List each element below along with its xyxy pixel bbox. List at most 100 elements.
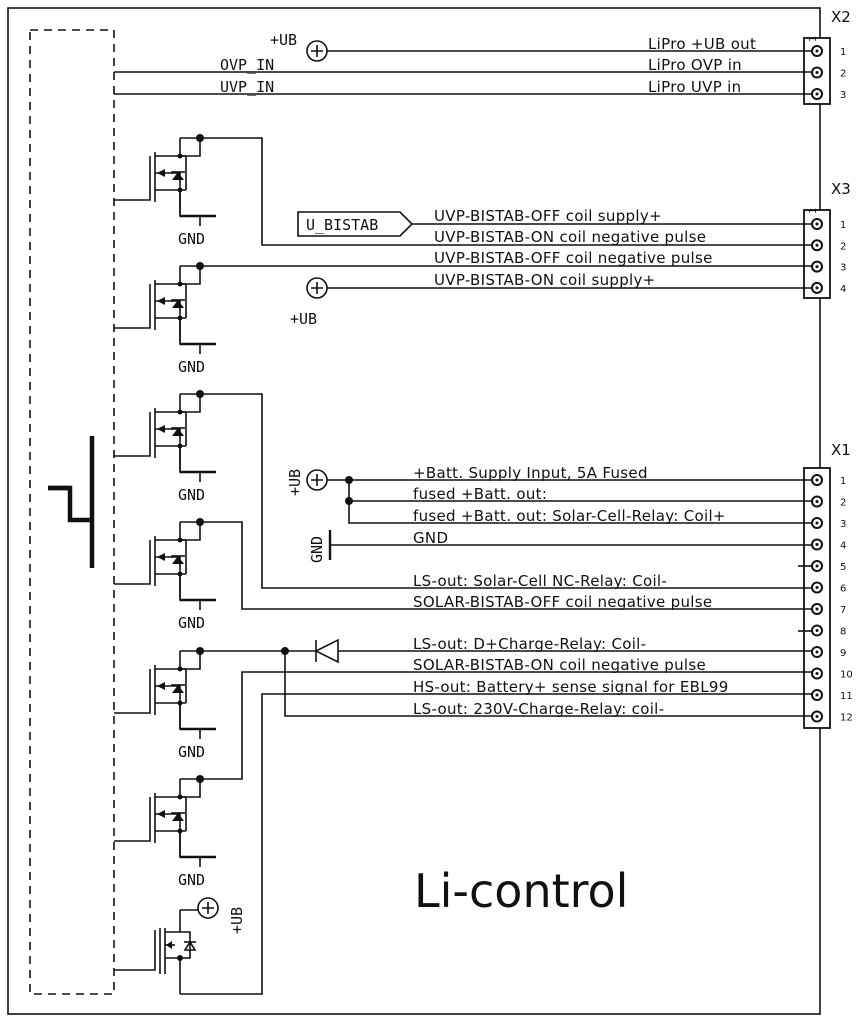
low-side-mosfet: GND xyxy=(114,775,216,889)
x2-pin-number: 3 xyxy=(840,90,846,101)
wire-x1-10 xyxy=(200,671,812,780)
mosfet-wire xyxy=(114,669,151,714)
mosfet-gnd-label: GND xyxy=(178,871,205,889)
x3-pin-number: 2 xyxy=(840,241,846,252)
mosfet-node xyxy=(177,794,183,800)
mosfet-wire xyxy=(155,138,181,157)
x1-pin-dot xyxy=(815,693,819,697)
mosfet-node xyxy=(177,700,183,706)
x1-pin-dot xyxy=(815,564,819,568)
x1-pin-dot xyxy=(815,500,819,503)
body-diode xyxy=(172,685,184,693)
x1-signal-2: fused +Batt. out: xyxy=(413,485,547,503)
mosfet-wire xyxy=(155,779,181,798)
mosfet-arrow xyxy=(157,682,165,690)
body-diode xyxy=(172,556,184,564)
high-side-plus-ub-label: +UB xyxy=(228,907,246,934)
diagram-title: Li-control xyxy=(414,864,628,918)
mosfet-node xyxy=(177,443,183,449)
mosfet-wire xyxy=(155,702,181,729)
x1-connector xyxy=(803,467,831,729)
mosfet-arrow xyxy=(157,425,165,433)
low-side-mosfet: GND xyxy=(114,262,216,376)
mosfet-gnd-label: GND xyxy=(178,230,205,248)
x2-plus-ub-symbol xyxy=(306,40,328,62)
x1-pin-dot xyxy=(815,715,819,718)
u-bistab-label: U_BISTAB xyxy=(306,216,378,234)
body-diode xyxy=(172,300,184,308)
x3-pin-dot xyxy=(815,286,819,290)
x1-pin-dot xyxy=(815,521,819,525)
low-side-mosfet: GND xyxy=(114,390,216,504)
x3-pin-dot xyxy=(815,243,819,247)
mosfet-wire xyxy=(155,189,181,216)
x1-signal-11: HS-out: Battery+ sense signal for EBL99 xyxy=(413,678,729,696)
mosfet-wire xyxy=(180,779,201,798)
x2-pin-dot xyxy=(815,92,819,96)
high-side-mosfet xyxy=(114,897,219,994)
body-diode xyxy=(172,428,184,436)
x1-pin-number: 2 xyxy=(840,498,846,509)
x1-pin-number: 12 xyxy=(840,713,853,724)
mosfet-wire xyxy=(155,317,181,344)
x1-pin-number: 11 xyxy=(840,691,853,702)
mosfet-wire xyxy=(114,412,151,457)
mosfet-wire xyxy=(180,522,201,541)
x1-pin-dot xyxy=(815,629,819,632)
x2-pin1-marker: 1 xyxy=(808,36,819,42)
x1-pin-number: 4 xyxy=(840,541,846,552)
x1-pin-dot xyxy=(815,586,819,589)
x3-plus-ub-label: +UB xyxy=(290,310,317,328)
drain-junction xyxy=(196,647,204,655)
mosfet-wire xyxy=(180,539,187,575)
mosfet-wire xyxy=(179,831,201,867)
x1-signal-9: LS-out: D+Charge-Relay: Coil- xyxy=(413,635,646,653)
mosfet-node xyxy=(177,315,183,321)
wire-x3-2 xyxy=(200,137,812,246)
x3-plus-ub-symbol xyxy=(306,277,328,299)
mosfet-wire xyxy=(180,283,187,319)
x1-signal-3: fused +Batt. out: Solar-Cell-Relay: Coil… xyxy=(413,507,726,525)
mosfet-gnd-label: GND xyxy=(178,358,205,376)
low-side-mosfet: GND xyxy=(114,134,216,248)
mosfet-wire xyxy=(179,446,201,482)
x3-signal-1: UVP-BISTAB-OFF coil supply+ xyxy=(434,207,662,225)
mosfet-node xyxy=(177,537,183,543)
mosfet-wire xyxy=(114,156,151,201)
mosfet-arrow xyxy=(157,553,165,561)
x1-header-label: X1 xyxy=(831,441,851,459)
mosfet-arrow xyxy=(157,297,165,305)
mosfet-arrow xyxy=(157,810,165,818)
x1-signal-7: SOLAR-BISTAB-OFF coil negative pulse xyxy=(413,593,712,611)
mosfet-node xyxy=(177,187,183,193)
low-side-mosfet: GND xyxy=(114,518,216,632)
x3-pin-dot xyxy=(815,265,819,269)
mosfet-arrow xyxy=(157,169,165,177)
x1-pin-number: 6 xyxy=(840,584,846,595)
x1-pin-number: 5 xyxy=(840,562,846,573)
wire-x1-6 xyxy=(200,393,812,589)
mosfet-wire xyxy=(180,155,187,191)
x2-signal-1: LiPro +UB out xyxy=(648,35,756,53)
mosfet-wire xyxy=(155,445,181,472)
mosfet-wire xyxy=(180,266,201,285)
x3-signal-4: UVP-BISTAB-ON coil supply+ xyxy=(434,271,656,289)
mosfet-wire xyxy=(155,651,181,670)
x1-signal-10: SOLAR-BISTAB-ON coil negative pulse xyxy=(413,656,706,674)
mosfet-wire xyxy=(180,796,187,832)
x1-pin-number: 8 xyxy=(840,627,846,638)
wire-x1-7 xyxy=(200,521,812,610)
drain-junction xyxy=(196,262,204,270)
mosfet-gnd-label: GND xyxy=(178,614,205,632)
x1-pin-dot xyxy=(815,478,819,482)
diode-symbol xyxy=(314,638,339,664)
x1-signal-1: +Batt. Supply Input, 5A Fused xyxy=(413,464,648,482)
wire-x1-11 xyxy=(180,693,812,995)
x1-pin-dot xyxy=(815,543,819,546)
x2-pin-dot xyxy=(815,71,819,74)
mosfet-wire xyxy=(180,411,187,447)
mosfet-node xyxy=(177,281,183,287)
mosfet-node xyxy=(177,409,183,415)
x1-plus-ub-label: +UB xyxy=(286,469,304,496)
